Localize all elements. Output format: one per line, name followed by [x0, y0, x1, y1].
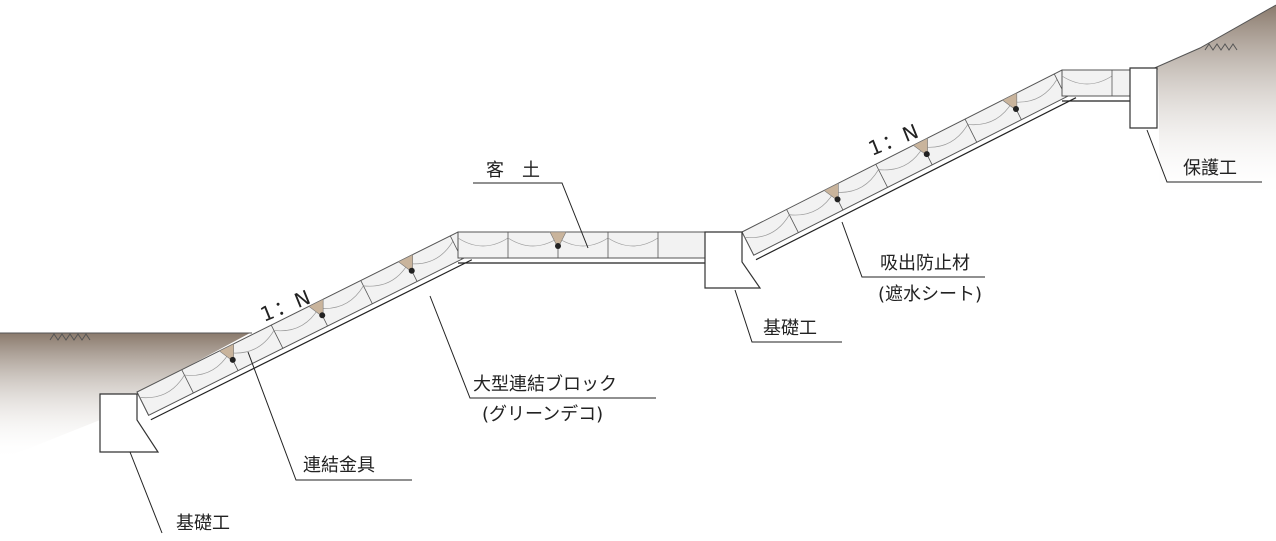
block-arch — [457, 237, 509, 247]
block-arch — [507, 237, 559, 247]
ground-right-surface — [1149, 4, 1276, 71]
block-label: 大型連結ブロック — [473, 373, 617, 395]
foundation-bottom — [99, 393, 160, 453]
block-divider — [964, 118, 978, 143]
block-arch — [878, 146, 924, 171]
ground-hatch-icon — [1204, 43, 1238, 51]
block-arch — [607, 237, 659, 247]
block-arch — [229, 330, 275, 354]
block-arch — [184, 352, 230, 376]
block-divider — [741, 231, 755, 256]
block-arch — [273, 307, 319, 332]
soil-pocket — [1001, 92, 1018, 112]
block-band — [136, 231, 471, 416]
kyakudo-label: 客 土 — [486, 160, 540, 181]
block-divider — [875, 164, 888, 188]
block-arch — [363, 263, 409, 287]
block-arch — [408, 241, 454, 265]
leader-lines — [129, 129, 1262, 534]
suction-label: 吸出防止材 — [880, 253, 970, 274]
connector-fitting-icon — [834, 196, 841, 203]
block-arch — [139, 374, 185, 399]
block-sub-label: (グリーンデコ) — [482, 404, 603, 425]
block-arch — [833, 169, 879, 193]
soil-pocket — [912, 137, 928, 157]
block-arch — [557, 237, 609, 247]
block-divider — [360, 280, 373, 304]
soil-pocket — [308, 298, 324, 318]
block-divider — [270, 324, 284, 349]
ground-hatch-icon — [49, 333, 91, 341]
kiso-bottom-label: 基礎工 — [176, 513, 230, 534]
foundation-middle — [704, 231, 762, 289]
soil-pocket — [823, 182, 839, 202]
soil-pocket — [549, 231, 567, 249]
soil-pocket — [397, 254, 413, 274]
block-arch — [923, 124, 969, 148]
block-arch — [318, 285, 364, 309]
connector-fitting-icon — [1012, 105, 1019, 112]
block-arch — [1061, 75, 1113, 85]
kanagu-label: 連結金具 — [303, 455, 375, 476]
connector-fitting-icon — [229, 356, 236, 363]
soil-pocket — [218, 343, 234, 363]
connector-fitting-icon — [319, 312, 326, 319]
hogo-label: 保護工 — [1183, 158, 1237, 179]
connector-fitting-icon — [555, 243, 561, 249]
block-band — [457, 231, 706, 259]
ground-right — [1150, 5, 1276, 200]
block-arch — [744, 214, 790, 239]
kiso-middle-label: 基礎工 — [763, 318, 817, 339]
block-divider — [786, 209, 799, 233]
block-divider — [181, 369, 194, 394]
sheet-line — [150, 259, 473, 421]
block-arch — [789, 192, 835, 216]
suction-sub-label: (遮水シート) — [878, 284, 982, 305]
block-arch — [967, 101, 1013, 126]
block-divider — [136, 391, 149, 416]
block-arch — [1012, 79, 1058, 103]
protection-wall — [1129, 67, 1158, 129]
connector-fitting-icon — [408, 267, 415, 274]
connector-fitting-icon — [923, 151, 930, 158]
sheet-line — [755, 97, 1077, 261]
block-layers — [136, 69, 1131, 421]
block-band — [741, 69, 1075, 256]
